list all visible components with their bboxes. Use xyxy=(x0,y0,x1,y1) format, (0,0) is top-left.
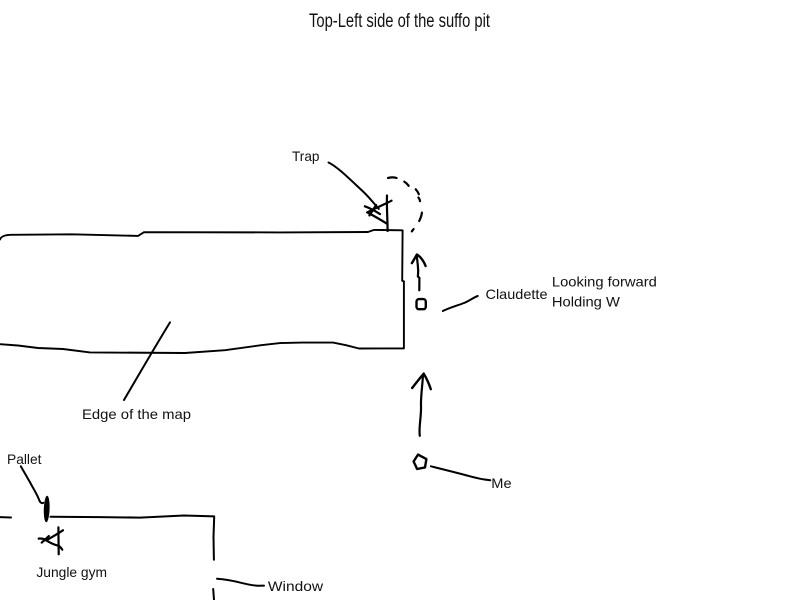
svg-text:Holding W: Holding W xyxy=(552,294,621,310)
svg-text:Pallet: Pallet xyxy=(7,451,42,467)
svg-text:Trap: Trap xyxy=(292,148,320,164)
svg-text:Top-Left side of the suffo pit: Top-Left side of the suffo pit xyxy=(309,10,490,32)
svg-text:Me: Me xyxy=(491,475,512,491)
svg-text:Window: Window xyxy=(268,578,324,594)
svg-text:Looking forward: Looking forward xyxy=(552,274,657,290)
svg-text:Edge of the map: Edge of the map xyxy=(82,406,191,422)
svg-text:Claudette: Claudette xyxy=(486,286,548,302)
svg-text:Jungle gym: Jungle gym xyxy=(36,564,107,580)
